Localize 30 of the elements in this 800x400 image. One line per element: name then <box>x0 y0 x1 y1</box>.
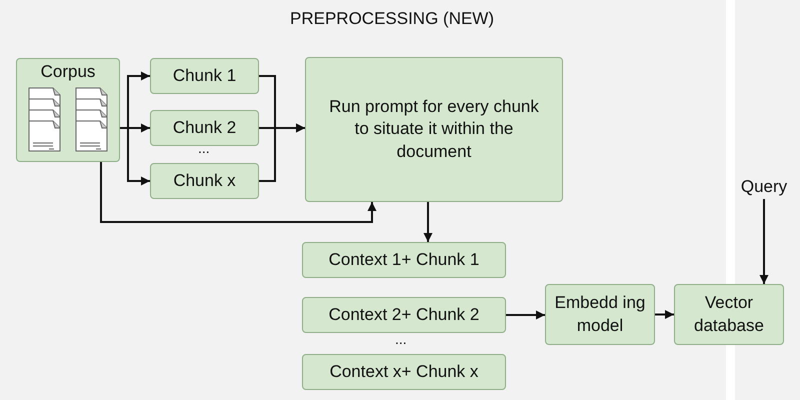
node-label: Chunk x <box>173 170 236 192</box>
node-label: Vector database <box>693 292 765 336</box>
process-box <box>545 284 655 345</box>
process-box <box>150 110 259 146</box>
node-label: Embedd ing model <box>554 292 646 336</box>
process-box <box>150 163 259 199</box>
arrow <box>760 199 768 284</box>
node-label: Corpus <box>40 61 96 83</box>
arrow <box>100 162 376 223</box>
process-box <box>674 284 784 345</box>
node-label: Context 2+ Chunk 2 <box>328 304 480 326</box>
node-label: Chunk 2 <box>172 116 236 139</box>
node-label: Context 1+ Chunk 1 <box>328 248 480 271</box>
process-box <box>302 242 506 278</box>
arrow <box>424 202 432 242</box>
process-box <box>305 57 563 202</box>
arrow <box>655 310 674 319</box>
arrow <box>259 124 305 182</box>
node-label: Query <box>740 176 788 198</box>
section-title: PREPROCESSING (NEW) <box>290 9 494 29</box>
process-box <box>302 354 506 390</box>
node-label: Run prompt for every chunk to situate it within the document <box>328 96 540 163</box>
ellipsis-text: ... <box>198 140 210 156</box>
node-label: Context x+ Chunk x <box>330 360 478 383</box>
process-box <box>150 58 259 94</box>
process-box <box>302 297 506 333</box>
node-label: Chunk 1 <box>172 64 236 87</box>
arrow <box>506 310 545 320</box>
arrow <box>120 127 150 186</box>
ellipsis-text: ... <box>395 331 407 347</box>
